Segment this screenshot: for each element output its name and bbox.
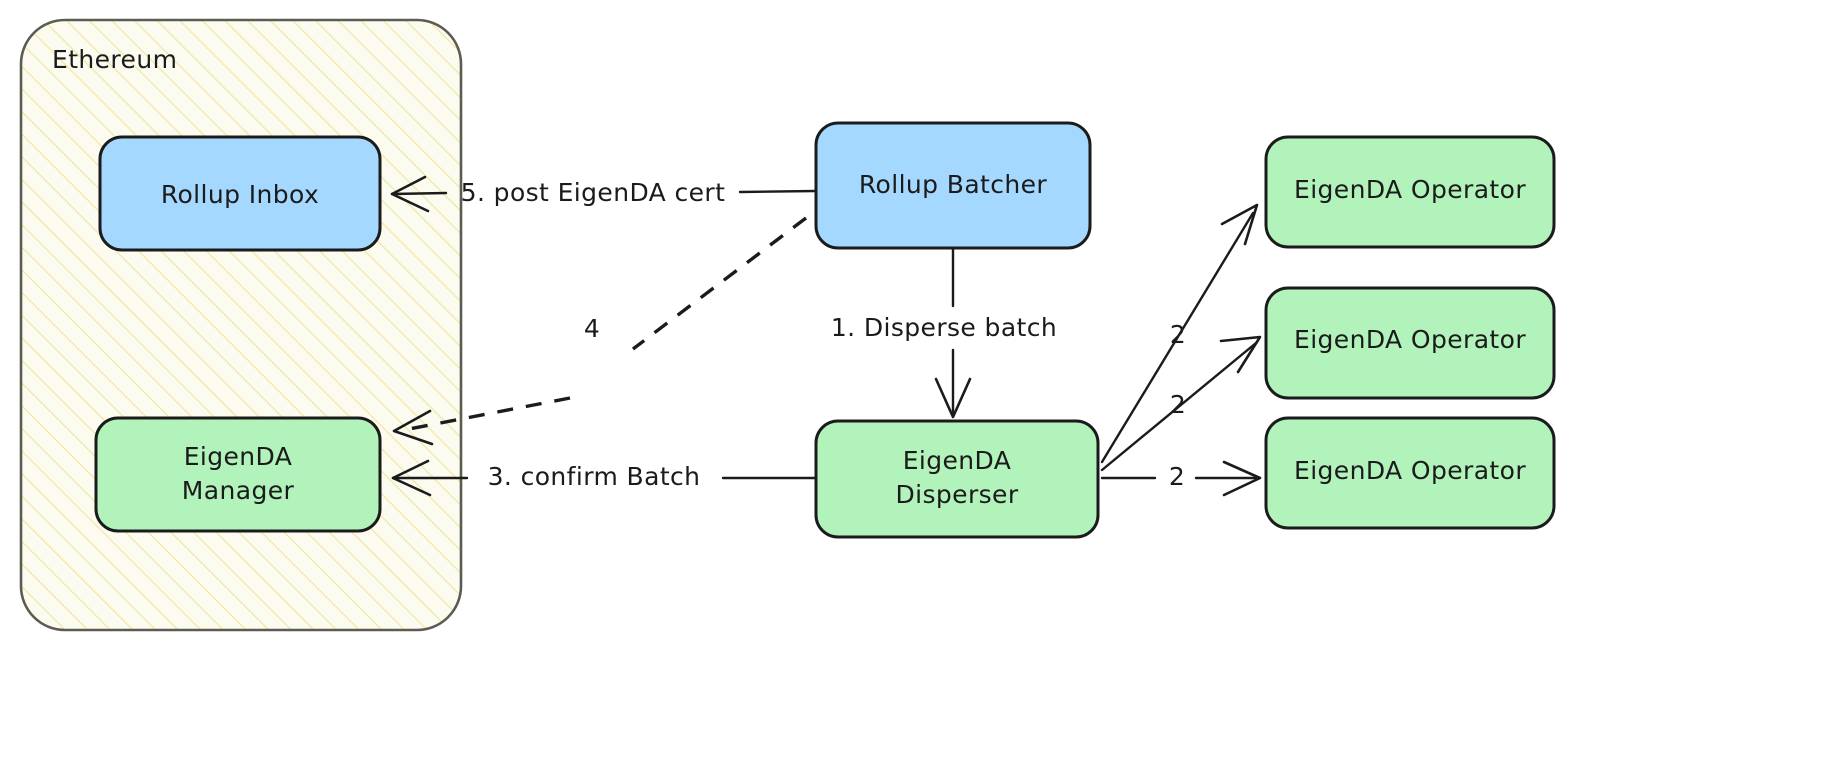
node-eigenda-disperser-label-line2: Disperser (895, 480, 1018, 509)
node-eigenda-operator-1-label: EigenDA Operator (1294, 175, 1526, 204)
node-eigenda-manager[interactable]: EigenDA Manager (94, 416, 382, 533)
node-eigenda-manager-box[interactable] (94, 416, 382, 533)
group-ethereum: Ethereum (19, 18, 463, 632)
edge-post-eigenda-cert: 5. post EigenDA cert (390, 175, 818, 213)
edge-store-op1-line (1100, 211, 1255, 464)
edge-store-op3: 2 (1100, 460, 1262, 497)
edge-store-op1: 2 (1100, 203, 1259, 464)
edge-store-op2-label: 2 (1170, 390, 1186, 419)
edge-post-eigenda-cert-line (738, 189, 818, 194)
node-eigenda-disperser-label-line1: EigenDA (903, 446, 1012, 475)
node-rollup-inbox-box[interactable] (98, 135, 382, 252)
node-rollup-batcher[interactable]: Rollup Batcher (814, 121, 1092, 250)
edge-store-op2: 2 (1100, 335, 1262, 472)
node-eigenda-operator-3-box[interactable] (1264, 416, 1556, 530)
edge-store-cert-line (631, 216, 808, 351)
edge-store-cert-arrowhead (392, 409, 434, 446)
edge-post-eigenda-cert-line-left (390, 191, 448, 196)
edge-confirm-batch-arrowhead (391, 459, 432, 497)
node-eigenda-operator-2[interactable]: EigenDA Operator (1264, 286, 1556, 400)
node-eigenda-disperser-box[interactable] (814, 419, 1100, 539)
edge-post-eigenda-cert-label: 5. post EigenDA cert (461, 178, 726, 207)
node-eigenda-manager-label-line2: Manager (182, 476, 295, 505)
edge-store-op1-label: 2 (1170, 320, 1186, 349)
group-ethereum-box (19, 18, 463, 632)
node-eigenda-operator-1-box[interactable] (1264, 135, 1556, 249)
edge-disperse-batch: 1. Disperse batch (831, 247, 1057, 419)
edge-store-op2-arrowhead (1219, 335, 1262, 374)
node-rollup-inbox[interactable]: Rollup Inbox (98, 135, 382, 252)
edge-store-op1-arrowhead (1220, 203, 1259, 246)
node-rollup-inbox-label: Rollup Inbox (161, 180, 319, 209)
node-eigenda-manager-label-line1: EigenDA (184, 442, 293, 471)
edge-disperse-batch-label: 1. Disperse batch (831, 313, 1057, 342)
edge-store-op3-arrowhead (1222, 460, 1262, 497)
node-rollup-batcher-label: Rollup Batcher (859, 170, 1048, 199)
edge-store-op3-label: 2 (1169, 462, 1185, 491)
edge-store-cert: 4 (392, 216, 808, 446)
edge-store-op2-line (1100, 341, 1258, 472)
edge-post-eigenda-cert-arrowhead (390, 175, 430, 213)
edge-confirm-batch: 3. confirm Batch (391, 459, 818, 497)
edge-disperse-batch-arrowhead (934, 377, 972, 419)
edge-confirm-batch-label: 3. confirm Batch (488, 462, 701, 491)
node-eigenda-operator-3-label: EigenDA Operator (1294, 456, 1526, 485)
node-eigenda-disperser[interactable]: EigenDA Disperser (814, 419, 1100, 539)
edge-store-cert-label: 4 (584, 314, 600, 343)
node-eigenda-operator-2-label: EigenDA Operator (1294, 325, 1526, 354)
node-eigenda-operator-3[interactable]: EigenDA Operator (1264, 416, 1556, 530)
group-ethereum-label: Ethereum (52, 45, 177, 74)
node-eigenda-operator-1[interactable]: EigenDA Operator (1264, 135, 1556, 249)
node-eigenda-operator-2-box[interactable] (1264, 286, 1556, 400)
